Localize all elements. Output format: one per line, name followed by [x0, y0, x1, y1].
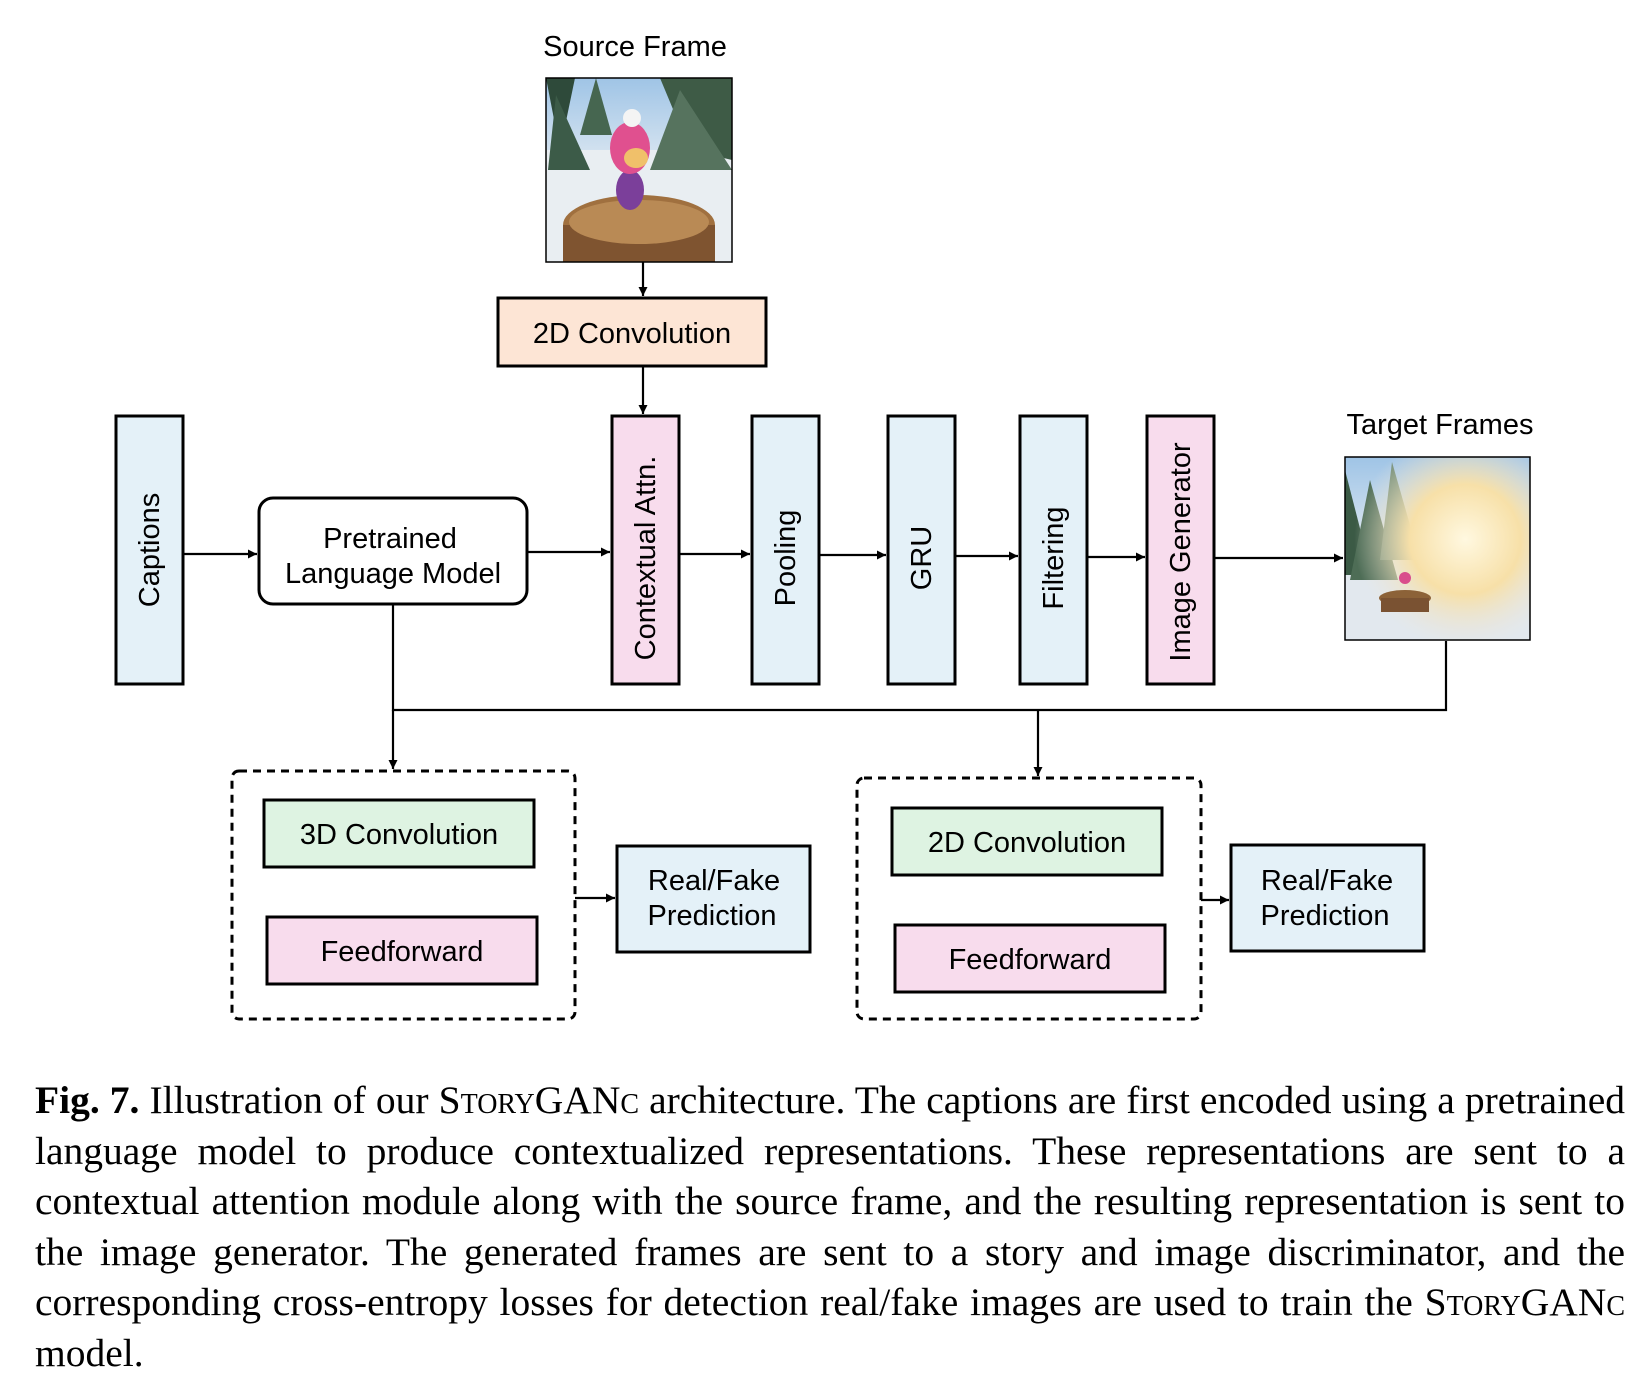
target-frames-label: Target Frames	[1347, 409, 1534, 441]
figure-caption: Fig. 7. Illustration of our StoryGANc ar…	[35, 1075, 1625, 1378]
story-prediction-box: Real/Fake Prediction	[615, 844, 812, 954]
source-frame-image	[545, 77, 733, 263]
filtering-box: Filtering	[1018, 414, 1089, 686]
caption-label: Fig. 7.	[35, 1078, 140, 1122]
caption-text-3: model.	[35, 1330, 144, 1375]
pooling-label: Pooling	[770, 510, 802, 607]
story-pred-line2: Prediction	[648, 900, 777, 932]
plm-label-line2: Language Model	[285, 558, 501, 590]
filtering-label: Filtering	[1038, 506, 1070, 609]
story-pred-line1: Real/Fake	[648, 865, 780, 897]
gru-box: GRU	[886, 414, 957, 686]
target-frames-image	[1344, 456, 1531, 641]
captions-box: Captions	[114, 414, 185, 686]
gru-label: GRU	[906, 526, 938, 590]
image-generator-label: Image Generator	[1165, 442, 1197, 662]
pooling-box: Pooling	[750, 414, 821, 686]
caption-text-2: architecture. The captions are first enc…	[35, 1078, 1625, 1324]
image-discriminator-group: 2D Convolution Feedforward	[855, 776, 1203, 1021]
story-feedforward-label: Feedforward	[321, 936, 484, 968]
caption-model-name-1: StoryGANc	[438, 1078, 640, 1122]
conv2d-top-label: 2D Convolution	[533, 318, 731, 350]
pretrained-language-model-box: Pretrained Language Model	[257, 496, 529, 606]
image-conv2d-label: 2D Convolution	[928, 827, 1126, 859]
source-frame-label: Source Frame	[543, 31, 727, 63]
contextual-attn-box: Contextual Attn.	[610, 414, 681, 686]
image-pred-line2: Prediction	[1261, 900, 1390, 932]
image-generator-box: Image Generator	[1145, 414, 1216, 686]
architecture-diagram: Source Frame Target Frames 2D Convolu	[114, 31, 1534, 1021]
image-prediction-box: Real/Fake Prediction	[1229, 843, 1426, 953]
conv3d-label: 3D Convolution	[300, 819, 498, 851]
contextual-attn-label: Contextual Attn.	[630, 456, 662, 661]
plm-label-line1: Pretrained	[323, 523, 457, 555]
connectors	[183, 262, 1448, 905]
caption-model-name-2: StoryGANc	[1424, 1280, 1625, 1324]
story-discriminator-group: 3D Convolution Feedforward	[230, 769, 577, 1021]
captions-label: Captions	[134, 493, 166, 607]
caption-text-1: Illustration of our	[139, 1078, 439, 1122]
conv2d-top-box: 2D Convolution	[496, 296, 768, 368]
image-pred-line1: Real/Fake	[1261, 865, 1393, 897]
image-feedforward-label: Feedforward	[949, 944, 1112, 976]
line-plm-down	[391, 604, 1448, 712]
